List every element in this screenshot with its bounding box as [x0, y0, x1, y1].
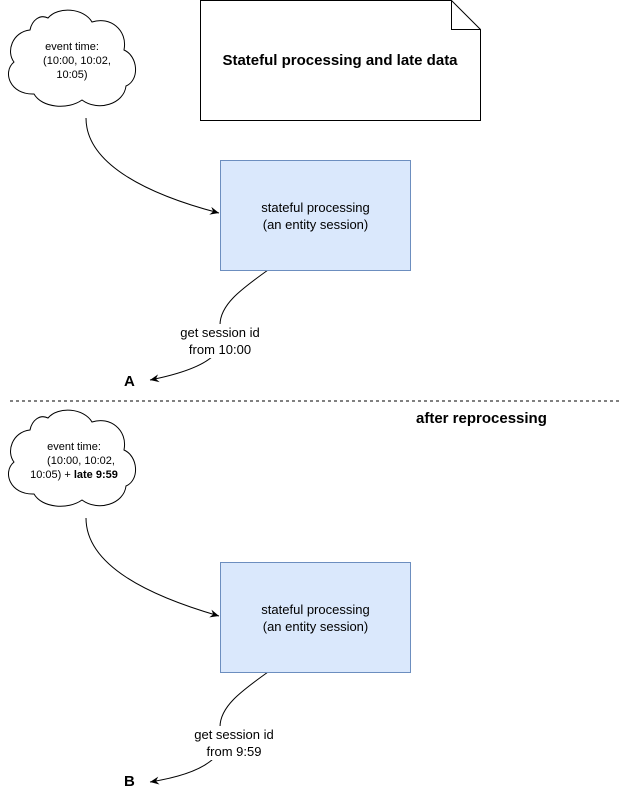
- session-id-line2: from 9:59: [206, 744, 262, 759]
- stateful-processing-box-top: stateful processing (an entity session): [220, 160, 411, 271]
- session-id-label-top: get session id from 10:00: [160, 324, 280, 358]
- process-line1: stateful processing: [261, 199, 370, 215]
- event-cloud-top: [8, 9, 136, 107]
- event-cloud-line3: 10:05): [56, 69, 88, 81]
- process-line2: (an entity session): [262, 216, 369, 232]
- diagram-title: Stateful processing and late data: [222, 52, 458, 69]
- arrow-label-to-a: [149, 355, 214, 383]
- session-id-line1: get session id: [180, 325, 260, 340]
- event-cloud-line2: (10:00, 10:02,: [43, 55, 111, 67]
- connector-process-to-label-top: [219, 269, 269, 326]
- marker-b: B: [124, 773, 135, 790]
- session-id-label-bottom: get session id from 9:59: [174, 726, 294, 760]
- session-id-line1: get session id: [194, 727, 274, 742]
- event-cloud-line3: 10:05) + late 9:59: [12, 468, 136, 482]
- process-line1: stateful processing: [261, 601, 370, 617]
- event-cloud-text-bottom: event time: (10:00, 10:02, 10:05) + late…: [12, 440, 136, 482]
- late-event-label: late 9:59: [73, 469, 118, 481]
- event-cloud-line1: event time:: [45, 41, 99, 53]
- section-label: after reprocessing: [416, 410, 547, 427]
- event-cloud-line2: (10:00, 10:02,: [47, 455, 115, 467]
- event-cloud-bottom: [8, 409, 136, 507]
- event-cloud-text-top: event time: (10:00, 10:02, 10:05): [22, 40, 122, 82]
- arrow-cloud-to-process-top: [85, 117, 220, 215]
- arrow-cloud-to-process-bottom: [85, 517, 220, 618]
- stateful-processing-box-bottom: stateful processing (an entity session): [220, 562, 411, 673]
- title-note: [200, 0, 481, 121]
- process-line2: (an entity session): [262, 618, 369, 634]
- arrow-label-to-b: [149, 758, 214, 785]
- event-cloud-line3-prefix: 10:05) +: [30, 469, 74, 481]
- marker-a: A: [124, 373, 135, 390]
- session-id-line2: from 10:00: [188, 342, 252, 357]
- event-cloud-line1: event time:: [47, 441, 101, 453]
- connector-process-to-label-bottom: [219, 671, 269, 728]
